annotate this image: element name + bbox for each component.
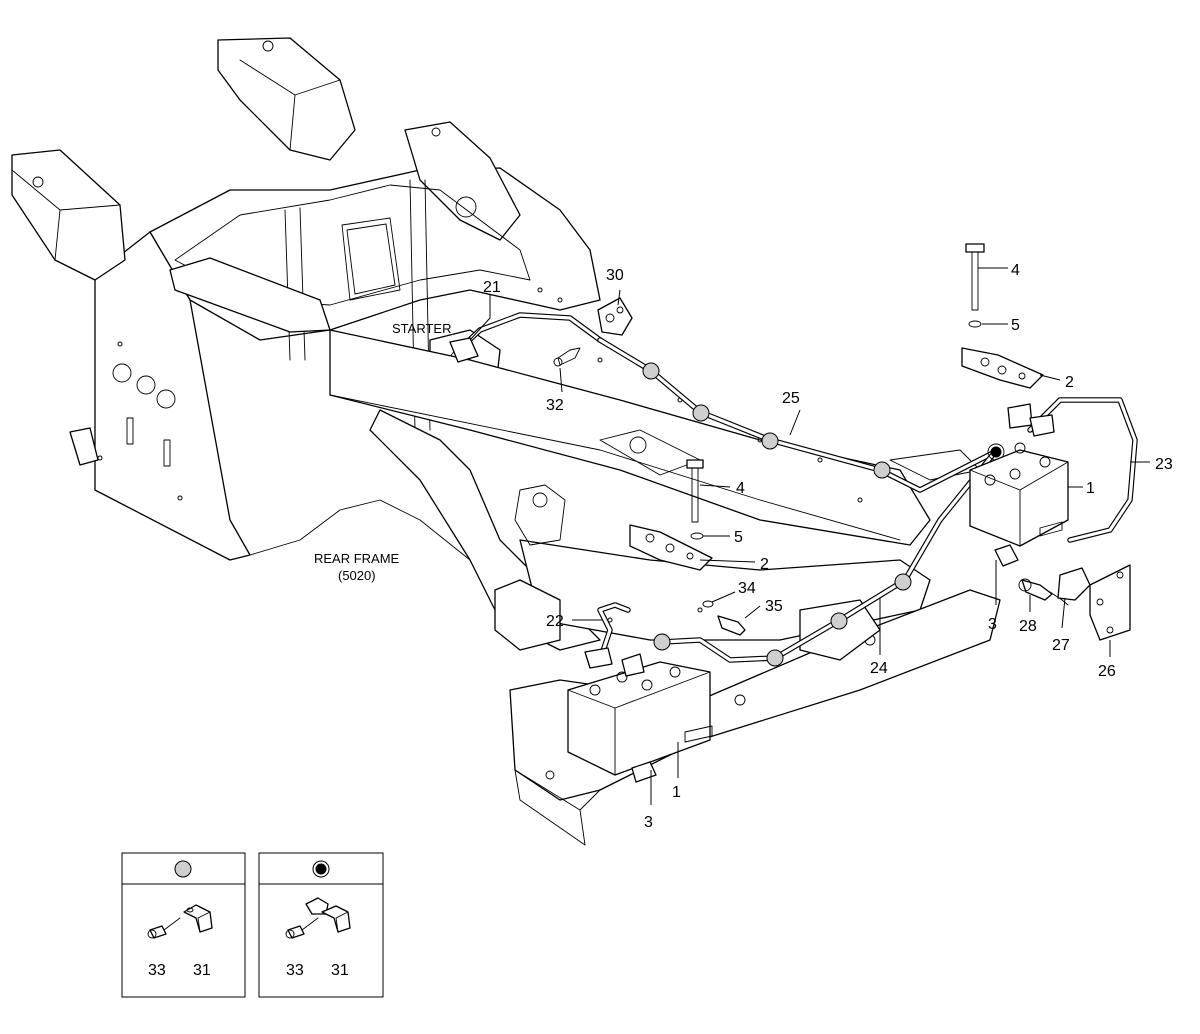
clamp-shaded-icon: [894, 573, 912, 591]
label-part-24: 24: [870, 660, 888, 677]
label-part-2: 2: [760, 556, 769, 573]
label-part-21: 21: [483, 279, 501, 296]
label-part-30: 30: [606, 267, 624, 284]
label-part-1: 1: [672, 784, 681, 801]
clamp-shaded-icon: [761, 432, 779, 450]
label-part-34: 34: [738, 580, 756, 597]
label-part-35: 35: [765, 598, 783, 615]
label-part-1: 1: [1086, 480, 1095, 497]
label-part-2: 2: [1065, 374, 1074, 391]
clamp-shaded-icon: [174, 860, 192, 878]
battery-left: [567, 647, 713, 783]
clamp-shaded-icon: [766, 649, 784, 667]
legend-shaded-clamp: 33 31: [121, 852, 246, 998]
hold-down-hardware: [629, 243, 1131, 641]
part-labels: 1 1 2 2 3 3 4 4 5 5 21 22 23 24 25 26 27…: [314, 262, 1173, 831]
label-part-32: 32: [546, 397, 564, 414]
starter-parts: [449, 297, 633, 367]
clamp-shaded-icon: [692, 404, 710, 422]
clamp-shaded-icon: [653, 633, 671, 651]
clamp-shaded-icon: [873, 461, 891, 479]
label-part-5: 5: [734, 529, 743, 546]
label-part-27: 27: [1052, 637, 1070, 654]
battery-right: [969, 403, 1069, 567]
clamp-shaded-icon: [642, 362, 660, 380]
label-starter: STARTER: [392, 321, 451, 336]
label-part-22: 22: [546, 613, 564, 630]
legend-shaded-clamp-label: 31: [193, 962, 211, 979]
legend-solid-clamp: 33 31: [258, 852, 384, 998]
legend-solid-clamp-label: 31: [331, 962, 349, 979]
label-part-3: 3: [988, 616, 997, 633]
terminal-box-30: [597, 297, 633, 336]
label-rear-frame-code: (5020): [338, 568, 376, 583]
label-rear-frame: REAR FRAME: [314, 551, 400, 566]
label-part-3: 3: [644, 814, 653, 831]
legend-solid-bolt-label: 33: [286, 962, 304, 979]
leader-lines: [469, 267, 1150, 805]
clamp-shaded-icon: [830, 612, 848, 630]
label-part-26: 26: [1098, 663, 1116, 680]
label-part-4: 4: [1011, 262, 1020, 279]
label-part-23: 23: [1155, 456, 1173, 473]
legend-shaded-bolt-label: 33: [148, 962, 166, 979]
rear-frame: [11, 37, 1001, 846]
bracket-plate-26: [1089, 564, 1131, 641]
label-part-28: 28: [1019, 618, 1037, 635]
label-part-25: 25: [782, 390, 800, 407]
label-part-5: 5: [1011, 317, 1020, 334]
label-part-4: 4: [736, 480, 745, 497]
cables: [459, 312, 1138, 667]
